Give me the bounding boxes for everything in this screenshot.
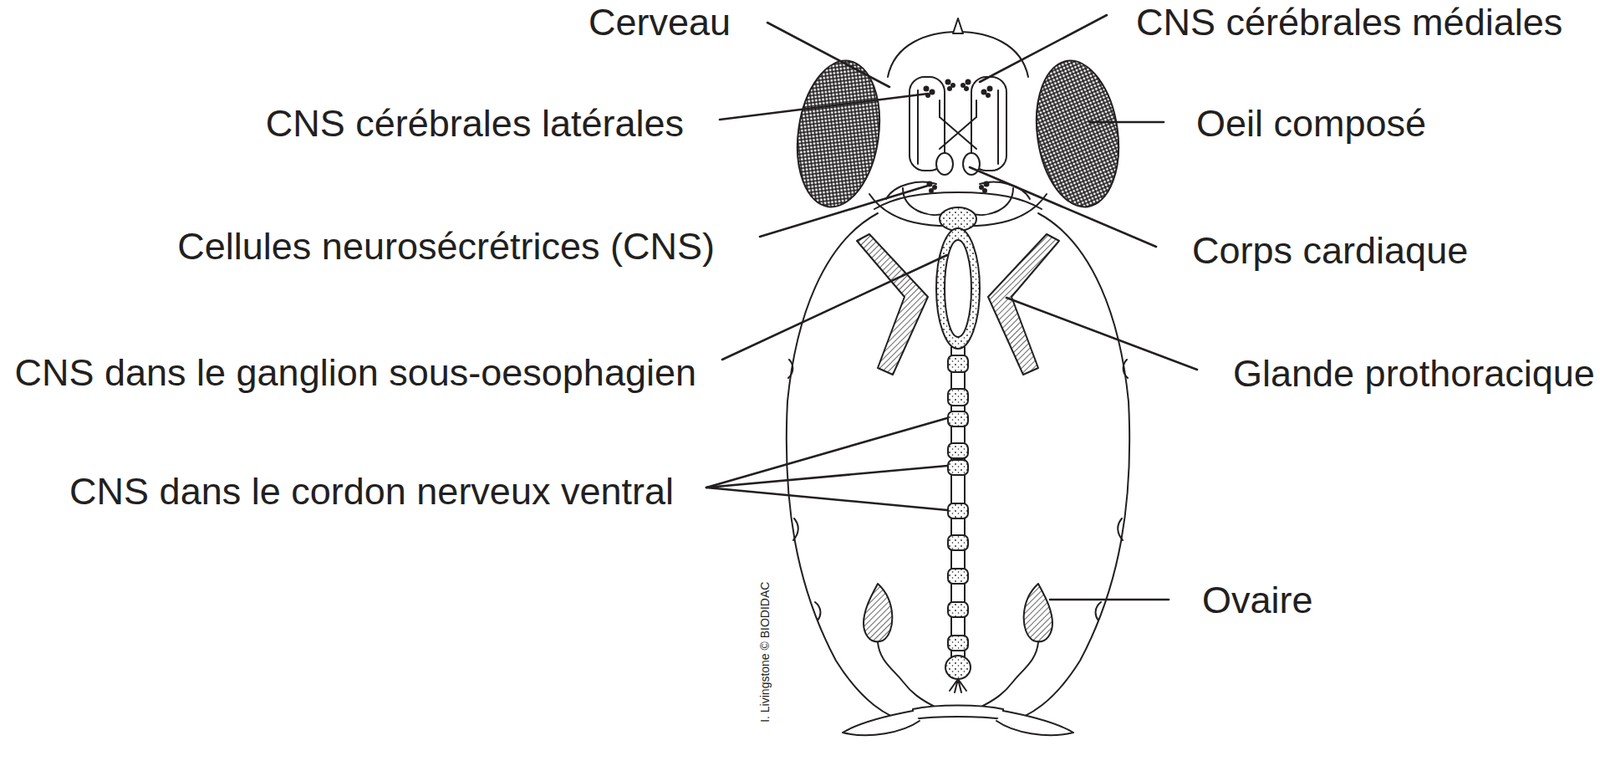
part-label: Glande prothoracique [1233, 352, 1595, 395]
part-label: CNS cérébrales latérales [265, 102, 684, 145]
watermark: I. Livingstone © BIODIDAC [759, 581, 772, 723]
part-label: Cellules neurosécrétrices (CNS) [177, 225, 715, 268]
part-label: Ovaire [1202, 579, 1314, 622]
part-label: Oeil composé [1196, 102, 1427, 145]
leader-lines [706, 15, 1198, 600]
part-label: Corps cardiaque [1192, 229, 1468, 272]
part-label: CNS cérébrales médiales [1136, 1, 1563, 44]
part-label: Cerveau [588, 1, 731, 44]
part-label: CNS dans le ganglion sous-oesophagien [14, 351, 697, 394]
part-label: CNS dans le cordon nerveux ventral [69, 470, 674, 513]
